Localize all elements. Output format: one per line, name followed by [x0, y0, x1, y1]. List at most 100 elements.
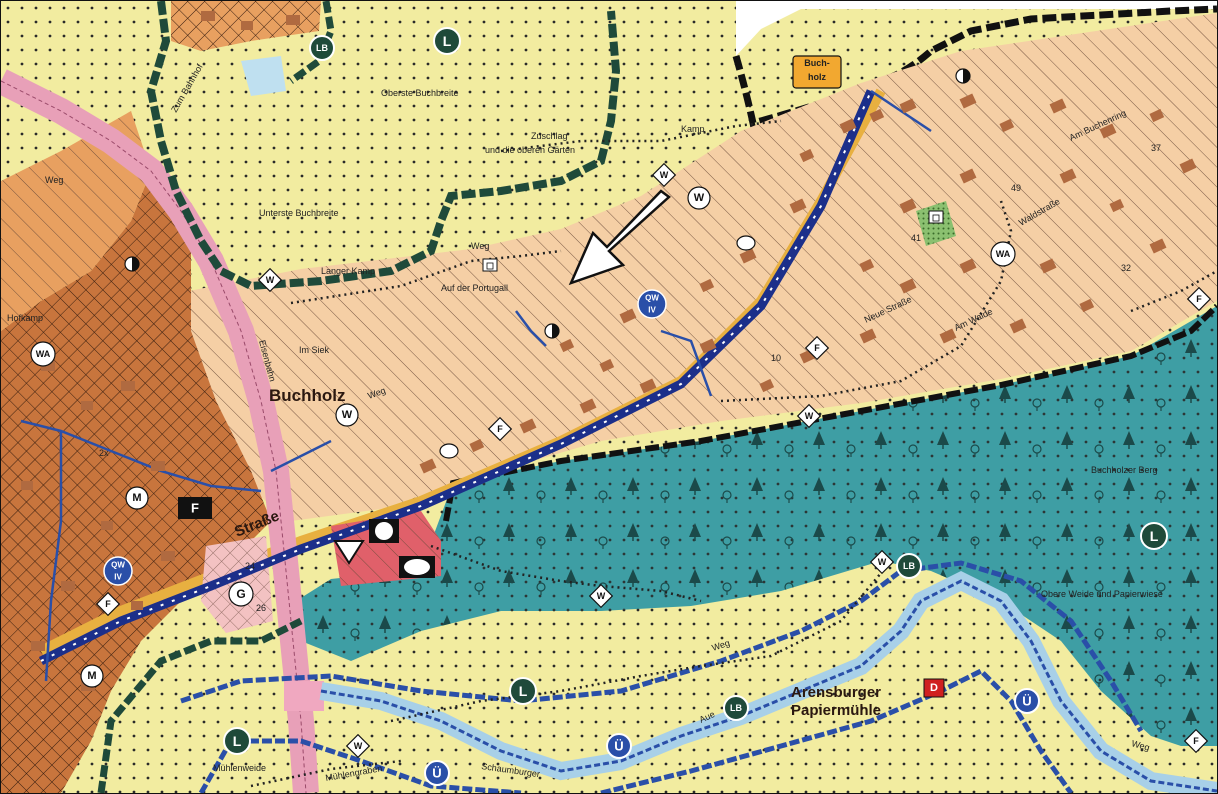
svg-text:Ü: Ü [432, 766, 441, 781]
svg-text:D: D [930, 682, 938, 694]
utility-symbols [333, 519, 435, 578]
protected-landscape-boundary-north [146, 1, 621, 291]
field-label-kamp: Kamp [681, 124, 705, 134]
landscape-protection-symbol-4[interactable]: L [223, 727, 251, 755]
sewer-line-6 [44, 431, 63, 682]
svg-text:Ü: Ü [1022, 694, 1031, 709]
svg-text:Ü: Ü [614, 739, 623, 754]
svg-text:LB: LB [316, 43, 328, 53]
buchholz-sign [792, 55, 842, 89]
svg-text:QW: QW [111, 561, 125, 570]
svg-text:W: W [878, 557, 887, 567]
supply-markers [124, 68, 971, 459]
place-label-arensburger: Arensburger [791, 684, 881, 701]
sewer-line-1 [20, 419, 262, 493]
footpath-w-diamond-1[interactable]: W [651, 162, 677, 188]
svg-text:M: M [132, 492, 141, 504]
sewer-line-3 [870, 89, 932, 133]
footpath-w-diamond-6[interactable]: W [345, 733, 371, 759]
commercial-area-symbol[interactable]: G [228, 581, 254, 607]
field-label-obere-weide: Obere Weide und Papierwiese [1041, 589, 1163, 599]
residential-w-symbol-2[interactable]: W [335, 403, 359, 427]
svg-text:F: F [191, 501, 199, 516]
lot-number-49: 49 [1011, 183, 1021, 193]
footpath-w-diamond-3[interactable]: W [796, 403, 822, 429]
protected-landscape-boundary-south [97, 617, 303, 793]
footpath-f-diamond-3[interactable]: F [1186, 286, 1212, 312]
landscape-protection-symbol-2[interactable]: L [1140, 522, 1168, 550]
field-label-langer-kamp: Langer Kamp [321, 266, 375, 276]
floodplain-symbol-3[interactable]: Ü [424, 760, 450, 786]
svg-text:IV: IV [114, 573, 122, 582]
general-residential-symbol-1[interactable]: WA [30, 341, 56, 367]
water-protection-symbol-2[interactable]: QW IV [103, 556, 133, 586]
footpath-w-diamond-2[interactable]: W [257, 267, 283, 293]
road-bridge [284, 681, 324, 711]
sewer-line-4 [660, 329, 713, 397]
path-label-weg-1: Weg [45, 175, 63, 185]
protected-landscape-element-symbol-1[interactable]: LB [309, 35, 335, 61]
lot-number-10: 10 [771, 353, 781, 363]
field-label-auf-der-portugall: Auf der Portugall [441, 283, 508, 293]
footpath-3 [430, 544, 702, 603]
footpath-w-diamond-4[interactable]: W [588, 583, 614, 609]
lot-number-24: 24 [245, 561, 255, 571]
place-label-papiermuehle: Papiermühle [791, 702, 881, 719]
protected-landscape-element-symbol-3[interactable]: LB [723, 695, 749, 721]
river-aue-edge [320, 579, 1217, 793]
water-protection-symbol-1[interactable]: QW IV [637, 289, 667, 319]
location-arrow [568, 189, 671, 286]
footpath-w-diamond-5[interactable]: W [869, 549, 895, 575]
monument-symbol[interactable]: D [923, 678, 945, 698]
svg-text:F: F [1193, 736, 1199, 746]
svg-text:L: L [1150, 528, 1159, 544]
svg-text:W: W [597, 591, 606, 601]
footpath-2 [500, 119, 782, 153]
footpath-5 [720, 200, 1013, 403]
landscape-protection-symbol-1[interactable]: L [433, 27, 461, 55]
svg-text:IV: IV [648, 306, 656, 315]
forest-symbols [296, 306, 1217, 746]
residential-hatch [189, 13, 1217, 521]
field-label-im-siek: Im Siek [299, 345, 330, 355]
mixed-area-symbol-1[interactable]: M [125, 486, 149, 510]
floodplain-symbol-1[interactable]: Ü [1014, 688, 1040, 714]
general-residential-symbol-2[interactable]: WA [990, 241, 1016, 267]
floodplain-boundary-north [180, 560, 1144, 733]
footpath-f-diamond-2[interactable]: F [804, 335, 830, 361]
sewer-line-5 [515, 310, 547, 347]
svg-text:F: F [105, 599, 111, 609]
footpath-f-diamond-4[interactable]: F [95, 591, 121, 617]
outside-plan-area [736, 1, 1217, 56]
svg-text:W: W [694, 192, 705, 204]
svg-text:LB: LB [903, 561, 915, 571]
lot-number-32: 32 [1121, 263, 1131, 273]
svg-text:WA: WA [36, 349, 51, 359]
floodplain-symbol-2[interactable]: Ü [606, 733, 632, 759]
svg-text:W: W [266, 275, 275, 285]
buchholz-sign-line2: holz [808, 72, 826, 82]
footpath-f-diamond-1[interactable]: F [487, 416, 513, 442]
fire-station-symbol[interactable]: F [178, 497, 212, 519]
field-label-muehlenweide: Mühlenweide [213, 763, 266, 773]
landscape-protection-symbol-3[interactable]: L [509, 677, 537, 705]
svg-text:W: W [342, 409, 353, 421]
mixed-zone-hatch [1, 111, 151, 331]
residential-w-symbol-1[interactable]: W [687, 186, 711, 210]
lot-number-37: 37 [1151, 143, 1161, 153]
buchholz-sign-line1: Buch- [804, 58, 830, 68]
svg-text:F: F [814, 343, 820, 353]
mixed-area-symbol-2[interactable]: M [80, 664, 104, 688]
svg-text:G: G [236, 587, 245, 601]
place-label-buchholz: Buchholz [269, 386, 346, 405]
svg-text:W: W [354, 741, 363, 751]
svg-text:W: W [660, 170, 669, 180]
protected-landscape-element-symbol-2[interactable]: LB [896, 553, 922, 579]
lot-number-26: 26 [256, 603, 266, 613]
svg-text:L: L [443, 33, 452, 49]
footpath-f-diamond-5[interactable]: F [1183, 728, 1209, 754]
path-label-weg-5: Weg [1130, 738, 1150, 752]
svg-text:F: F [497, 424, 503, 434]
